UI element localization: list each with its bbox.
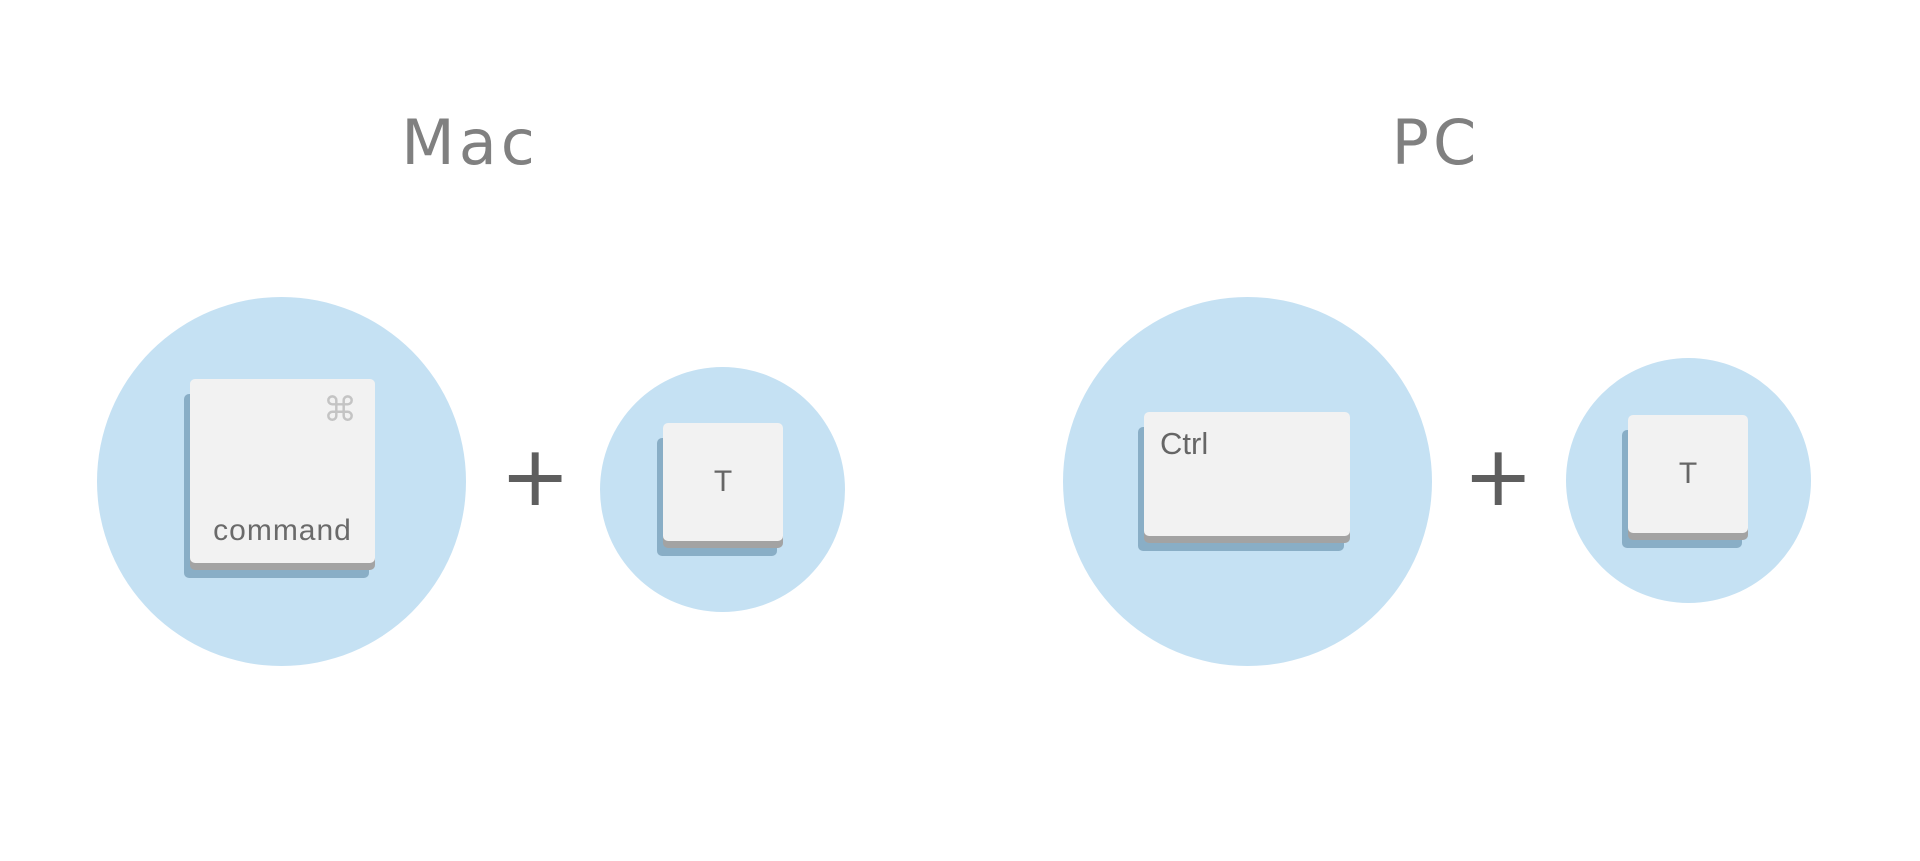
mac-t-key-label: T xyxy=(713,465,733,498)
mac-title: Mac xyxy=(401,106,539,179)
command-key-label: command xyxy=(213,514,352,547)
pc-ctrl-key: Ctrl xyxy=(1144,412,1350,536)
pc-title: PC xyxy=(1391,106,1481,179)
mac-command-key: ⌘ command xyxy=(190,379,375,563)
mac-t-key: T xyxy=(663,423,783,541)
pc-t-key: T xyxy=(1628,415,1748,533)
ctrl-key-label: Ctrl xyxy=(1160,426,1209,461)
mac-plus-sign: + xyxy=(500,427,571,525)
pc-plus-sign: + xyxy=(1463,427,1534,525)
command-icon: ⌘ xyxy=(323,390,357,430)
pc-t-key-label: T xyxy=(1678,457,1698,490)
